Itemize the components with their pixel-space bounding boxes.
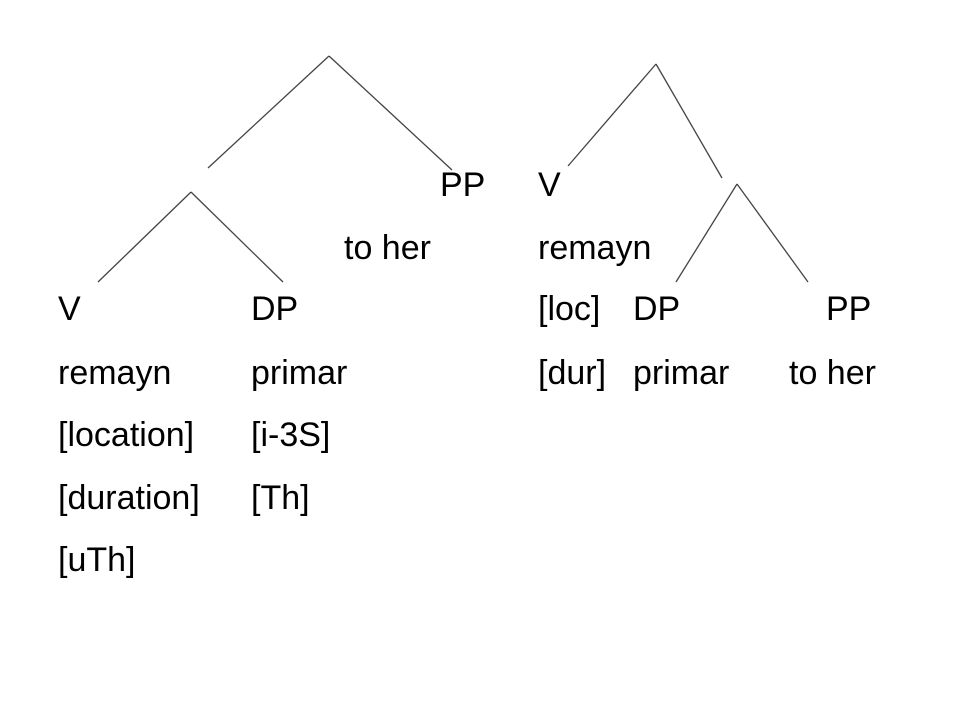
left-dp-feature-th: [Th] <box>251 479 310 517</box>
right-v-label: V <box>538 166 561 204</box>
left-dp-feature-i3s: [i-3S] <box>251 416 331 454</box>
right-dp-label: DP <box>633 290 681 328</box>
right-root-to-inner-branch <box>655 63 723 179</box>
left-dp-label: DP <box>251 290 299 328</box>
left-root-to-inner-branch <box>207 55 330 169</box>
left-inner-to-v-branch <box>97 191 192 283</box>
left-v-word: remayn <box>58 354 172 392</box>
right-v-word: remayn <box>538 229 652 267</box>
right-inner-to-pp-branch <box>736 183 809 283</box>
right-inner-to-dp-branch <box>675 183 738 283</box>
right-pp-label: PP <box>826 290 872 328</box>
right-v-feature-dur: [dur] <box>538 354 607 392</box>
left-pp-text: to her <box>344 229 431 267</box>
left-v-label: V <box>58 290 81 328</box>
left-v-feature-uth: [uTh] <box>58 541 136 579</box>
left-dp-word: primar <box>251 354 348 392</box>
left-inner-to-dp-branch <box>190 191 284 283</box>
right-root-to-v-branch <box>567 63 657 167</box>
left-pp-label: PP <box>440 166 486 204</box>
right-pp-text: to her <box>789 354 876 392</box>
right-dp-word: primar <box>633 354 730 392</box>
right-v-feature-loc: [loc] <box>538 290 601 328</box>
left-v-feature-duration: [duration] <box>58 479 200 517</box>
left-root-to-pp-branch <box>328 55 453 171</box>
left-v-feature-location: [location] <box>58 416 195 454</box>
